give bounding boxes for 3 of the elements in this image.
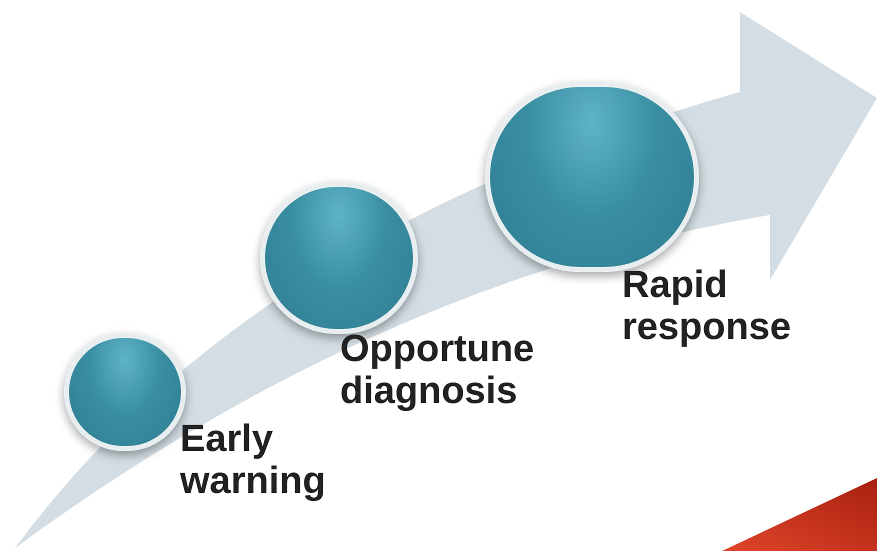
step-label: Early warning xyxy=(180,418,327,502)
step-label: Rapid response xyxy=(622,264,792,348)
step-label: Opportune diagnosis xyxy=(340,328,536,412)
